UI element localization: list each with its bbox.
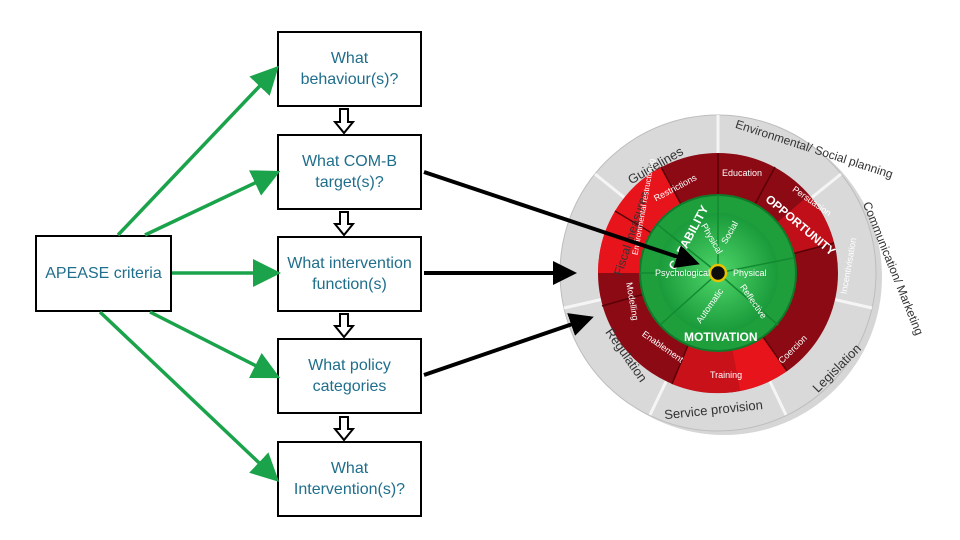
wheel-hub (708, 263, 728, 283)
green-arrow-to-step-1 (116, 65, 279, 237)
down-arrow-2 (332, 211, 356, 237)
step-what-interventions: What Intervention(s)? (277, 441, 422, 517)
apease-criteria-box: APEASE criteria (35, 235, 172, 312)
wheel-inner-label-motivation: MOTIVATION (684, 330, 758, 344)
step-label: What behaviour(s)? (300, 50, 399, 88)
green-arrow-to-step-5 (98, 310, 280, 482)
down-arrow-4 (332, 416, 356, 442)
criteria-label: APEASE criteria (45, 265, 162, 282)
green-arrow-to-step-4 (149, 310, 281, 379)
black-arrow-policy-to-wheel (423, 313, 594, 377)
step-label: What COM-B target(s)? (301, 153, 398, 191)
black-arrows (423, 170, 700, 377)
step-what-comb-targets: What COM-B target(s)? (277, 134, 422, 210)
green-arrow-to-step-2 (144, 170, 281, 237)
wheel-middle-label: Training (710, 370, 742, 380)
green-arrows (98, 65, 281, 482)
wheel-middle-label: Education (722, 168, 762, 178)
down-arrows (332, 108, 356, 442)
step-label: What Intervention(s)? (293, 460, 406, 498)
step-what-intervention-functions: What intervention function(s) (277, 236, 422, 312)
wheel-core-label: Physical (733, 268, 767, 278)
step-label: What policy categories (308, 357, 391, 395)
wheel-core-label: Psychological (655, 268, 710, 278)
step-what-behaviours: What behaviour(s)? (277, 31, 422, 107)
down-arrow-3 (332, 313, 356, 339)
behaviour-change-wheel: Guidelines Environmental/ Social plannin… (559, 114, 926, 435)
step-what-policy-categories: What policy categories (277, 338, 422, 414)
down-arrow-1 (332, 108, 356, 135)
black-arrow-comb-to-wheel (423, 170, 700, 269)
step-label: What intervention function(s) (287, 255, 412, 293)
